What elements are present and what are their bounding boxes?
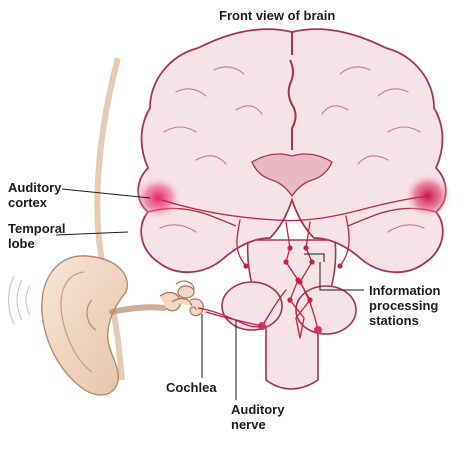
diagram-title: Front view of brain bbox=[219, 8, 336, 23]
label-line: Information bbox=[369, 283, 441, 298]
label-line: nerve bbox=[231, 417, 266, 432]
auditory-nerve-fiber bbox=[197, 307, 263, 328]
label-line: Temporal bbox=[8, 221, 66, 236]
label-temporal-lobe: Temporal lobe bbox=[8, 221, 66, 251]
label-line: Auditory bbox=[8, 180, 62, 195]
inner-ear bbox=[159, 280, 204, 317]
leader-lines bbox=[55, 188, 364, 400]
label-line: Auditory bbox=[231, 402, 285, 417]
processing-station-nodes bbox=[243, 245, 343, 334]
label-line: processing bbox=[369, 298, 439, 313]
label-line: stations bbox=[369, 313, 419, 328]
label-line: Cochlea bbox=[166, 380, 217, 395]
label-cochlea: Cochlea bbox=[166, 380, 217, 395]
label-line: lobe bbox=[8, 236, 35, 251]
label-information-processing-stations: Information processing stations bbox=[369, 283, 441, 328]
outer-ear bbox=[41, 255, 167, 396]
sound-waves bbox=[7, 275, 31, 325]
label-line: cortex bbox=[8, 195, 48, 210]
label-auditory-nerve: Auditory nerve bbox=[231, 402, 284, 432]
auditory-cortex-left-hotspot bbox=[134, 176, 182, 220]
label-auditory-cortex: Auditory cortex bbox=[8, 180, 61, 210]
cerebrum bbox=[137, 28, 447, 274]
brainstem bbox=[221, 239, 357, 390]
